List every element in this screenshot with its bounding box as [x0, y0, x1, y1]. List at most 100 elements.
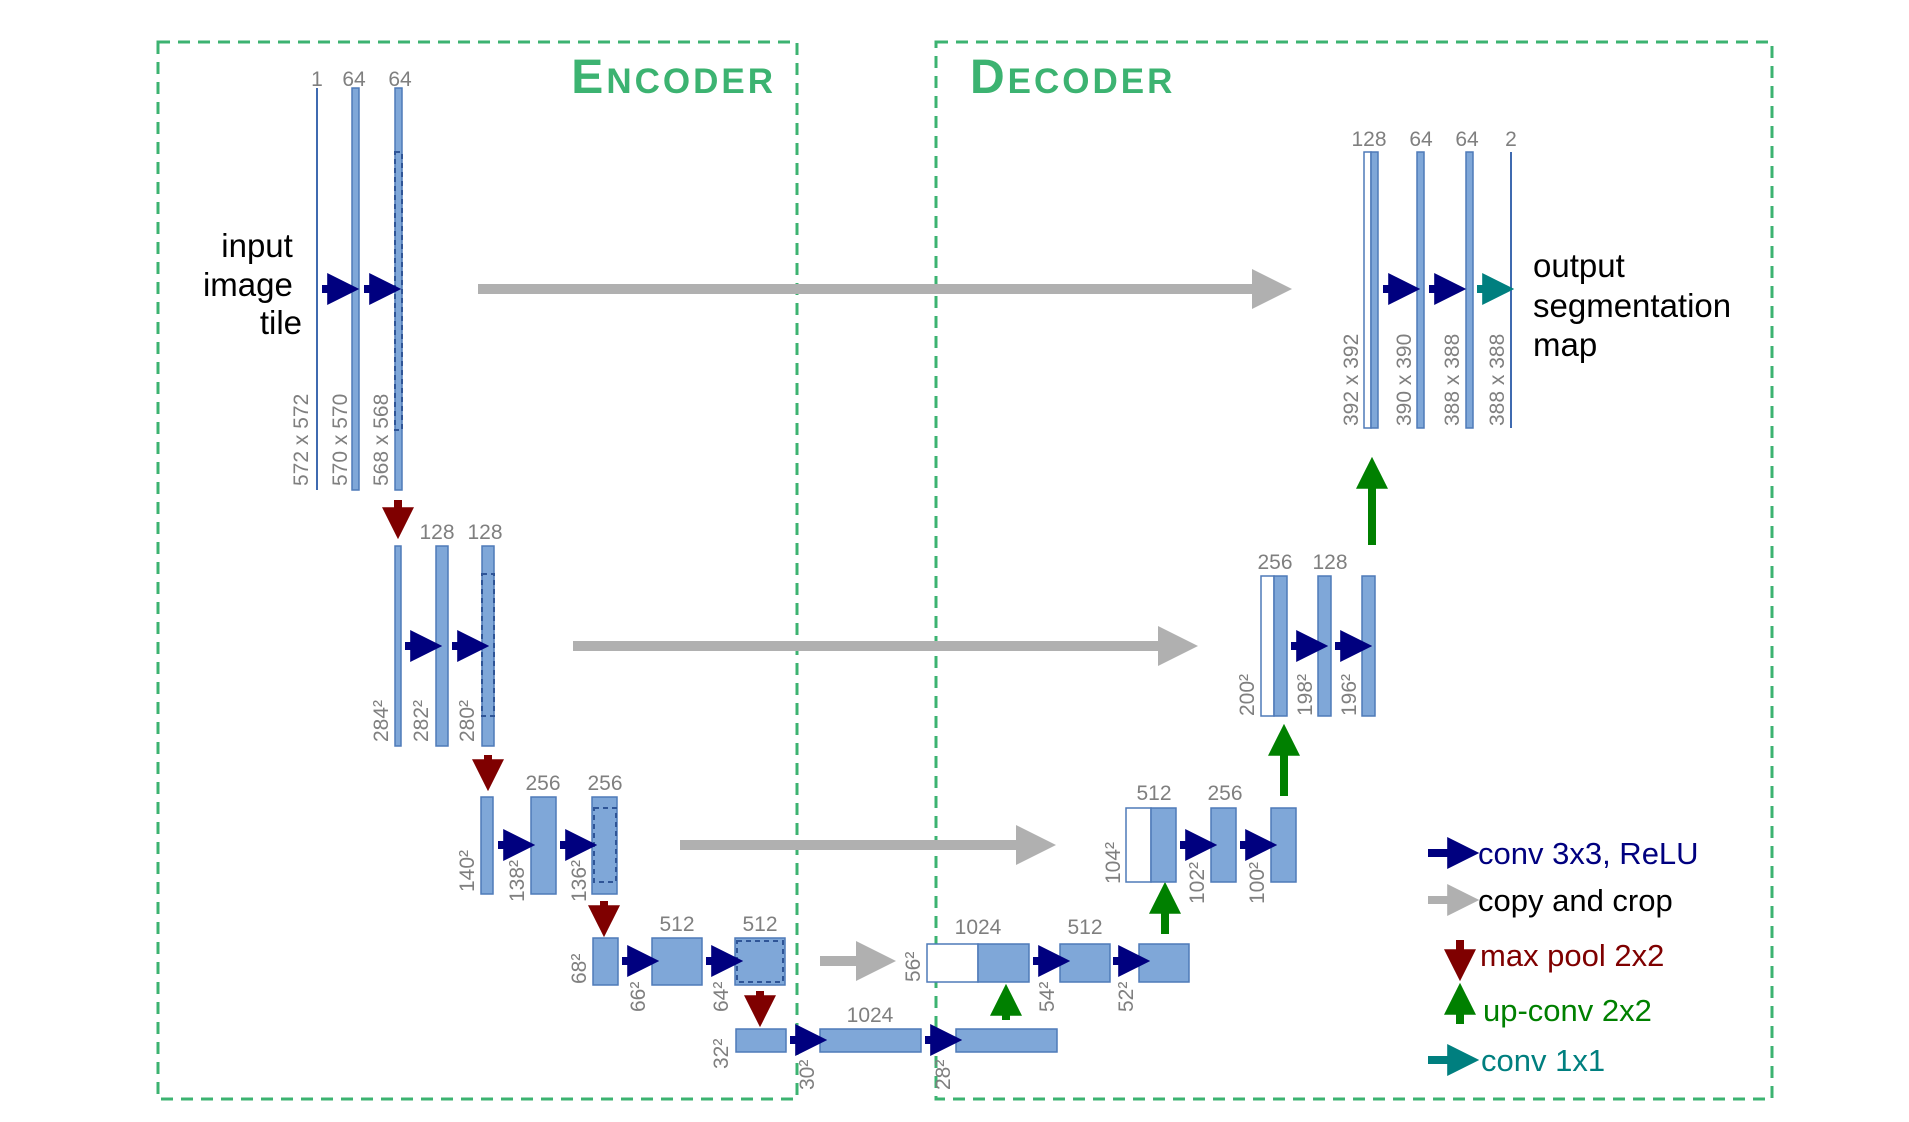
legend-conv1x1-label: conv 1x1: [1481, 1043, 1605, 1078]
feature-map-d2-conv1: [1317, 575, 1332, 717]
output-label-line1: output: [1533, 247, 1625, 284]
channel-label-d1-output: 2: [1505, 128, 1517, 151]
feature-map-l2-pooled: [394, 545, 402, 747]
feature-map-l4-conv1: [651, 937, 703, 986]
size-label-d3-conv2: 100²: [1246, 862, 1269, 904]
size-label-l1-conv1: 570 x 570: [329, 394, 352, 486]
feature-map-l3-pooled: [480, 796, 494, 895]
feature-map-d4-copy: [926, 943, 979, 983]
decoder-section-frame: [934, 40, 1774, 1101]
output-label-line3: map: [1533, 326, 1597, 363]
channel-label-d4-up: 1024: [955, 916, 1002, 939]
feature-map-l3-conv1: [530, 796, 557, 895]
decoder-title-initial: D: [970, 51, 1008, 104]
channel-label-l4-conv2: 512: [742, 913, 777, 936]
size-label-l4-conv2: 64²: [710, 982, 733, 1012]
decoder-title-rest: ECODER: [1008, 62, 1176, 101]
size-label-l3-conv1: 138²: [506, 860, 529, 902]
size-label-d1-conv1: 390 x 390: [1393, 334, 1416, 426]
feature-map-d2-copy: [1260, 575, 1275, 717]
channel-label-l4-conv1: 512: [659, 913, 694, 936]
channel-label-d3-up: 512: [1136, 782, 1171, 805]
channel-label-d4-conv: 512: [1067, 916, 1102, 939]
channel-label-d1-up: 128: [1351, 128, 1386, 151]
channel-label-l2-conv1: 128: [419, 521, 454, 544]
feature-map-d4-conv2: [1138, 943, 1190, 983]
encoder-title-rest: NCODER: [606, 62, 776, 101]
feature-map-l1-conv1: [351, 87, 360, 491]
feature-map-d1-copy: [1363, 151, 1372, 429]
feature-map-l4-pooled: [592, 937, 619, 986]
input-label: input image tile: [203, 227, 302, 341]
input-label-line2: image: [203, 266, 293, 303]
size-label-d3-up: 104²: [1102, 842, 1125, 884]
size-label-l3-pooled: 140²: [456, 850, 479, 892]
crop-region-l1: [394, 151, 403, 431]
input-label-line3: tile: [260, 304, 302, 341]
channel-label-bottom: 1024: [847, 1004, 894, 1027]
size-label-l4-pooled: 68²: [568, 954, 591, 984]
encoder-section-frame: [156, 40, 799, 1101]
channel-label-l1-conv1: 64: [342, 68, 366, 91]
channel-label-l3-conv1: 256: [525, 772, 560, 795]
size-label-d4-conv1: 54²: [1036, 982, 1059, 1012]
channel-label-d1-conv1: 64: [1409, 128, 1433, 151]
feature-map-d4-conv1: [1059, 943, 1111, 983]
size-label-d2-up: 200²: [1236, 674, 1259, 716]
feature-map-d1-up: [1370, 151, 1379, 429]
channel-label-l1-conv2: 64: [388, 68, 412, 91]
feature-map-d3-conv1: [1210, 807, 1237, 883]
output-label: output segmentation map: [1533, 247, 1740, 363]
size-label-l4-conv1: 66²: [627, 982, 650, 1012]
channel-label-d2-up: 256: [1257, 551, 1292, 574]
legend-conv-label: conv 3x3, ReLU: [1478, 836, 1699, 871]
feature-map-d4-up: [977, 943, 1030, 983]
feature-map-d3-copy: [1125, 807, 1152, 883]
decoder-title: DECODER: [970, 51, 1175, 104]
feature-map-d3-up: [1150, 807, 1177, 883]
size-label-bottom-pooled: 32²: [710, 1039, 733, 1069]
feature-map-bottom-conv1: [819, 1028, 922, 1053]
size-label-l1-input: 572 x 572: [290, 394, 313, 486]
feature-map-d2-conv2: [1361, 575, 1376, 717]
size-label-d4-conv2: 52²: [1115, 982, 1138, 1012]
size-label-bottom-conv2: 28²: [932, 1060, 955, 1090]
size-label-d4-up: 56²: [902, 952, 925, 982]
feature-map-l2-conv1: [435, 545, 449, 747]
encoder-title: ENCODER: [571, 51, 776, 104]
size-label-l2-conv2: 280²: [456, 700, 479, 742]
channel-label-l3-conv2: 256: [587, 772, 622, 795]
input-label-line1: input: [221, 227, 293, 264]
channel-label-l1-input: 1: [311, 68, 323, 91]
encoder-title-initial: E: [571, 51, 606, 104]
size-label-d1-output: 388 x 388: [1486, 334, 1509, 426]
legend: conv 3x3, ReLU copy and crop max pool 2x…: [1428, 836, 1699, 1078]
size-label-l1-conv2: 568 x 568: [370, 394, 393, 486]
size-label-d3-conv1: 102²: [1186, 862, 1209, 904]
channel-label-d1-conv2: 64: [1455, 128, 1479, 151]
legend-upconv-label: up-conv 2x2: [1483, 993, 1652, 1028]
channel-label-l2-conv2: 128: [467, 521, 502, 544]
channel-label-d2-conv: 128: [1312, 551, 1347, 574]
feature-map-d1-conv1: [1416, 151, 1425, 429]
legend-pool-label: max pool 2x2: [1480, 938, 1664, 973]
output-label-line2: segmentation: [1533, 287, 1731, 324]
size-label-l2-conv1: 282²: [410, 700, 433, 742]
size-label-l3-conv2: 136²: [568, 860, 591, 902]
size-label-l2-pooled: 284²: [370, 700, 393, 742]
size-label-d2-conv1: 198²: [1294, 674, 1317, 716]
feature-map-bottom-pooled: [735, 1028, 787, 1053]
size-label-d1-up: 392 x 392: [1340, 334, 1363, 426]
size-label-d2-conv2: 196²: [1338, 674, 1361, 716]
channel-label-d3-conv: 256: [1207, 782, 1242, 805]
feature-map-bottom-conv2: [955, 1028, 1058, 1053]
legend-copy-label: copy and crop: [1478, 883, 1673, 918]
feature-map-d2-up: [1273, 575, 1288, 717]
feature-map-d3-conv2: [1270, 807, 1297, 883]
feature-map-l4-conv2: [734, 937, 786, 986]
size-label-bottom-conv1: 30²: [796, 1060, 819, 1090]
feature-map-d1-conv2: [1465, 151, 1474, 429]
size-label-d1-conv2: 388 x 388: [1441, 334, 1464, 426]
feature-map-l3-conv2: [591, 796, 618, 895]
